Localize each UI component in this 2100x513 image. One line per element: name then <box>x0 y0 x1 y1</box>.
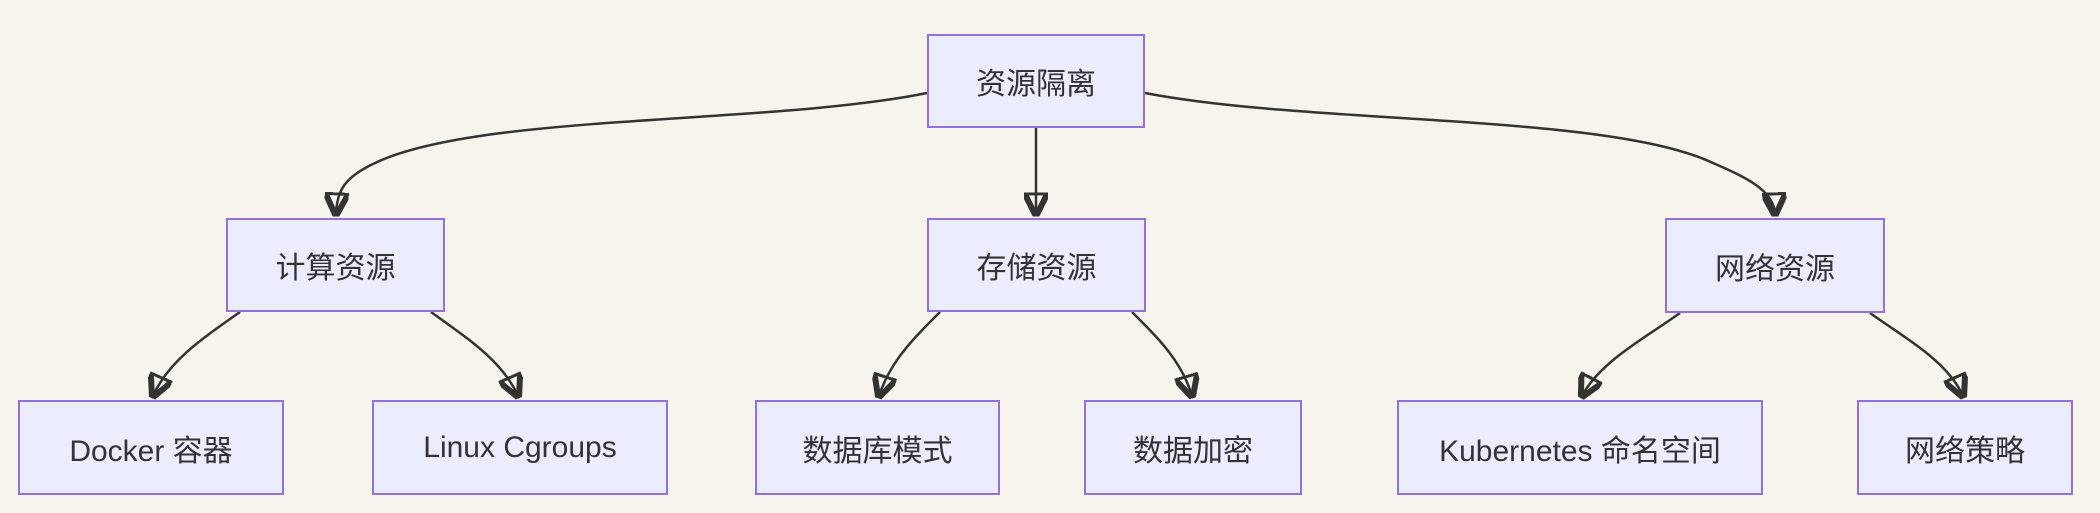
node-resource-isolation: 资源隔离 <box>927 34 1145 128</box>
node-storage-resources-label: 存储资源 <box>976 252 1097 285</box>
node-docker-container-label: Docker 容器 <box>69 434 233 468</box>
node-compute-resources-label: 计算资源 <box>275 252 396 285</box>
node-network-resources-label: 网络资源 <box>1715 252 1835 286</box>
node-linux-cgroups: Linux Cgroups <box>372 400 668 495</box>
edge-root-network <box>1144 91 1775 214</box>
node-database-schema: 数据库模式 <box>755 400 1000 495</box>
node-kubernetes-namespace-label: Kubernetes 命名空间 <box>1439 434 1721 468</box>
node-network-policy-label: 网络策略 <box>1905 434 2025 468</box>
node-network-policy: 网络策略 <box>1857 400 2073 495</box>
node-kubernetes-namespace: Kubernetes 命名空间 <box>1397 400 1763 495</box>
node-database-schema-label: 数据库模式 <box>802 434 953 468</box>
edge-root-compute <box>336 91 928 214</box>
edge-storage-encryption <box>1131 311 1192 396</box>
edge-storage-dbschema <box>879 311 941 396</box>
node-storage-resources: 存储资源 <box>927 218 1146 312</box>
node-data-encryption: 数据加密 <box>1084 400 1302 495</box>
node-linux-cgroups-label: Linux Cgroups <box>423 430 617 464</box>
node-docker-container: Docker 容器 <box>18 400 284 495</box>
edge-compute-cgroups <box>430 310 518 396</box>
node-compute-resources: 计算资源 <box>226 218 445 312</box>
node-resource-isolation-label: 资源隔离 <box>976 68 1096 101</box>
node-network-resources: 网络资源 <box>1665 218 1885 313</box>
node-data-encryption-label: 数据加密 <box>1133 434 1253 468</box>
edge-network-k8s-namespace <box>1582 311 1681 396</box>
edge-network-net-policy <box>1869 311 1963 396</box>
edge-compute-docker <box>153 310 241 396</box>
